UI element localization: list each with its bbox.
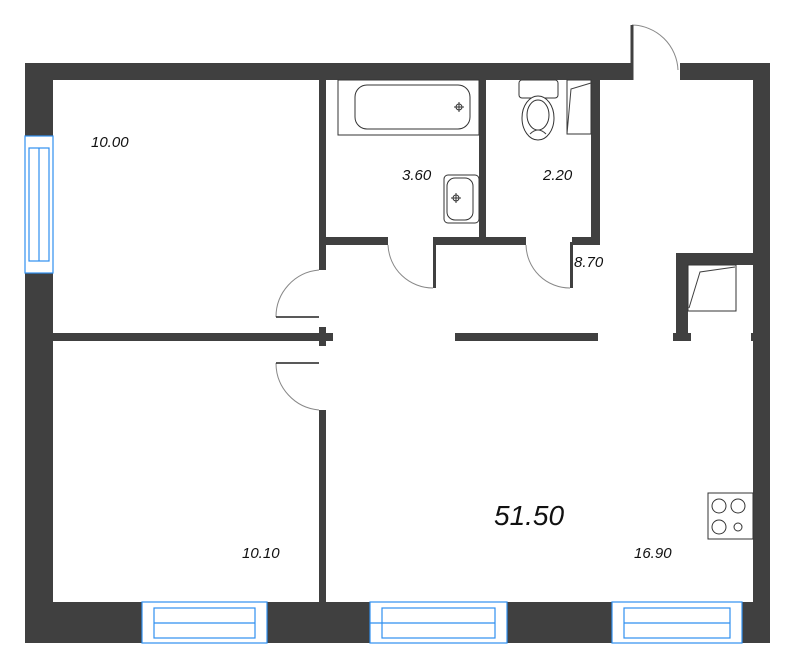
room-area-hallway: 8.70 (574, 254, 604, 271)
sink-icon (443, 174, 480, 224)
room-area-bathroom: 3.60 (402, 167, 432, 184)
room-area-bedroom-2: 10.10 (242, 545, 280, 562)
room-area-kitchen-living: 16.90 (634, 545, 672, 562)
room-area-bedroom-1: 10.00 (91, 134, 129, 151)
toilet-icon (518, 79, 559, 141)
outer-walls (25, 63, 770, 643)
stove-icon (707, 492, 754, 540)
water-heater-icon (566, 79, 592, 135)
windows (24, 135, 743, 644)
interior-walls (53, 80, 755, 602)
bathtub-icon (337, 79, 480, 136)
total-area: 51.50 (494, 500, 565, 531)
cabinet-icon (687, 264, 737, 312)
room-area-toilet: 2.20 (543, 167, 573, 184)
doors (275, 24, 679, 411)
